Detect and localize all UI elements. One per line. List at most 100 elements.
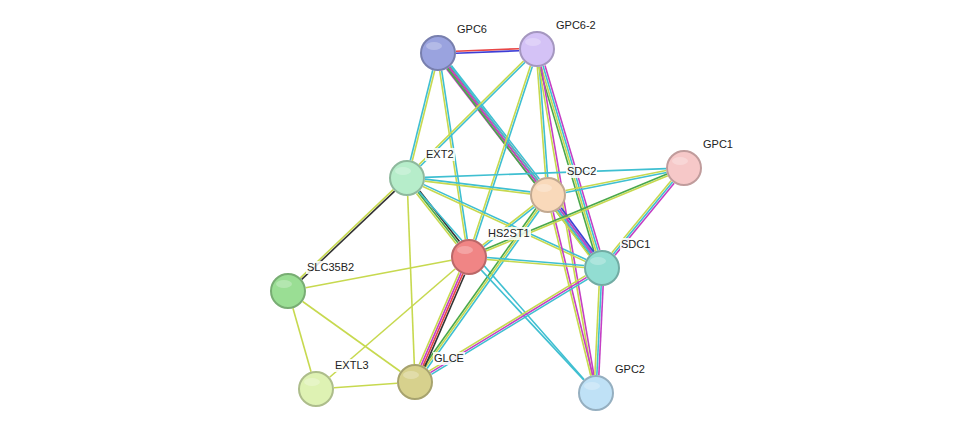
evidence-stripe: [293, 308, 311, 371]
protein-node: GLCE: [397, 364, 433, 400]
node-disc: [531, 178, 565, 212]
protein-node: SDC2: [530, 177, 566, 213]
interaction-edge: [485, 174, 668, 251]
node-label: EXT2: [425, 148, 455, 161]
evidence-stripe: [425, 169, 666, 178]
node-disc: [579, 376, 613, 410]
node-gloss: [584, 382, 600, 390]
interaction-edge: [456, 49, 519, 54]
evidence-stripe: [303, 301, 401, 371]
evidence-stripe: [302, 191, 395, 279]
interaction-edge: [595, 286, 603, 375]
protein-node: GPC2: [578, 375, 614, 411]
evidence-stripe: [560, 209, 593, 253]
node-label: GPC2: [614, 363, 646, 376]
node-circle: [519, 31, 555, 67]
interaction-edge: [293, 308, 311, 371]
interaction-edge: [417, 191, 460, 244]
node-gloss: [525, 38, 541, 46]
interaction-edge: [425, 169, 666, 178]
evidence-stripe: [419, 192, 584, 380]
protein-node: EXT2: [389, 160, 425, 196]
evidence-stripe: [419, 272, 459, 364]
evidence-stripe: [408, 196, 415, 364]
evidence-stripe: [487, 257, 584, 265]
interaction-edge: [419, 272, 464, 366]
node-circle: [530, 177, 566, 213]
evidence-stripe: [447, 69, 589, 255]
interaction-edge: [300, 190, 394, 280]
evidence-stripe: [429, 276, 585, 371]
interaction-edge: [419, 192, 584, 380]
node-circle: [420, 35, 456, 71]
node-circle: [270, 273, 306, 309]
node-gloss: [304, 378, 320, 386]
evidence-stripe: [410, 70, 432, 160]
node-circle: [666, 150, 702, 186]
evidence-stripe: [486, 176, 668, 251]
node-disc: [390, 161, 424, 195]
node-circle: [584, 250, 620, 286]
interaction-edge: [487, 257, 584, 267]
evidence-stripe: [561, 208, 594, 252]
evidence-stripe: [306, 260, 452, 287]
node-circle: [397, 364, 433, 400]
node-label: SLC35B2: [306, 261, 355, 274]
node-disc: [667, 151, 701, 185]
evidence-stripe: [539, 67, 592, 376]
evidence-stripe: [595, 286, 599, 375]
interaction-edge: [334, 383, 397, 387]
interaction-edge: [539, 67, 594, 376]
evidence-stripe: [541, 67, 594, 376]
node-label: GPC1: [702, 138, 734, 151]
node-circle: [451, 239, 487, 275]
node-disc: [421, 36, 455, 70]
node-gloss: [672, 157, 688, 165]
node-label: GPC6-2: [555, 19, 597, 32]
node-gloss: [590, 257, 606, 265]
node-disc: [452, 240, 486, 274]
interaction-edge: [306, 260, 452, 287]
node-label: SDC1: [620, 238, 651, 251]
node-label: GLCE: [433, 352, 465, 365]
evidence-stripe: [425, 275, 465, 367]
node-gloss: [536, 184, 552, 192]
node-label: SDC2: [566, 165, 597, 178]
interaction-edge: [612, 181, 674, 256]
node-gloss: [395, 167, 411, 175]
node-label: EXTL3: [334, 359, 370, 372]
interaction-edge: [419, 61, 525, 166]
node-gloss: [403, 371, 419, 379]
node-gloss: [276, 280, 292, 288]
protein-node: SDC1: [584, 250, 620, 286]
protein-node: SLC35B2: [270, 273, 306, 309]
evidence-stripe: [425, 179, 530, 192]
node-disc: [299, 372, 333, 406]
protein-node: HS2ST1: [451, 239, 487, 275]
evidence-stripe: [300, 190, 393, 278]
node-disc: [520, 32, 554, 66]
evidence-stripe: [430, 277, 586, 372]
node-circle: [298, 371, 334, 407]
interaction-edge: [429, 276, 587, 375]
protein-node: GPC6: [420, 35, 456, 71]
evidence-stripe: [417, 193, 457, 244]
evidence-stripe: [456, 51, 519, 54]
evidence-stripe: [419, 61, 523, 165]
node-gloss: [457, 246, 473, 254]
node-label: GPC6: [456, 23, 488, 36]
evidence-stripe: [427, 211, 539, 369]
node-circle: [389, 160, 425, 196]
node-disc: [585, 251, 619, 285]
evidence-stripe: [420, 62, 524, 166]
interaction-edge: [408, 196, 415, 364]
node-label: HS2ST1: [487, 227, 531, 240]
protein-node: GPC6-2: [519, 31, 555, 67]
evidence-stripe: [418, 192, 458, 243]
node-gloss: [426, 42, 442, 50]
evidence-stripe: [334, 383, 397, 387]
interaction-edge: [303, 301, 401, 371]
node-disc: [398, 365, 432, 399]
